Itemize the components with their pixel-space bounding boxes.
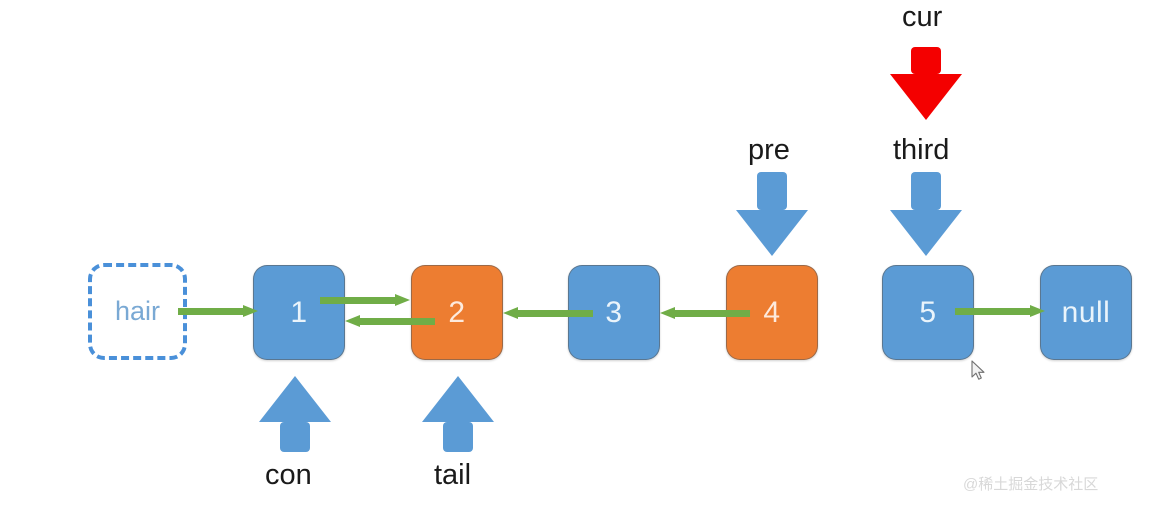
pointer-label-con: con <box>265 459 312 491</box>
arrow-stem <box>911 47 941 74</box>
node-label-1: 1 <box>290 295 308 329</box>
arrow-head-left-icon <box>503 307 518 319</box>
node-label-3: 3 <box>605 295 623 329</box>
pointer-label-third: third <box>893 134 950 166</box>
pointer-label-pre: pre <box>748 134 790 166</box>
watermark: @稀土掘金技术社区 <box>963 476 1099 493</box>
arrow-stem <box>443 422 473 452</box>
arrow-up-icon <box>259 376 331 422</box>
link-arrow-head-to-1 <box>178 305 258 317</box>
node-null: null <box>1040 265 1132 360</box>
pointer-label-cur: cur <box>902 1 943 33</box>
pointer-arrow-tail <box>422 376 494 452</box>
link-arrow-1-to-2 <box>320 294 410 306</box>
node-head-placeholder: hair <box>88 263 187 360</box>
arrow-shaft <box>320 297 398 304</box>
arrow-shaft <box>955 308 1033 315</box>
pointer-arrow-con <box>259 376 331 452</box>
arrow-head-left-icon <box>345 315 360 327</box>
pointer-label-tail: tail <box>434 459 472 491</box>
pointer-arrow-third <box>890 172 962 256</box>
arrow-shaft <box>515 310 593 317</box>
link-arrow-5-to-null <box>955 305 1045 317</box>
link-arrow-2-to-1 <box>345 315 435 327</box>
arrow-shaft <box>672 310 750 317</box>
arrow-up-icon <box>422 376 494 422</box>
arrow-down-icon <box>890 74 962 120</box>
pointer-arrow-cur <box>890 47 962 120</box>
pointer-arrow-pre <box>736 172 808 256</box>
arrow-head-right-icon <box>1030 305 1045 317</box>
node-label-head: hair <box>114 296 161 326</box>
mouse-cursor-icon <box>971 360 987 387</box>
arrow-head-left-icon <box>660 307 675 319</box>
node-label-2: 2 <box>448 295 466 329</box>
arrow-down-icon <box>890 210 962 256</box>
arrow-shaft <box>178 308 246 315</box>
link-arrow-3-to-2 <box>503 307 593 319</box>
node-label-5: 5 <box>919 295 937 329</box>
arrow-head-right-icon <box>395 294 410 306</box>
node-label-null: null <box>1061 295 1111 329</box>
arrow-down-icon <box>736 210 808 256</box>
arrow-stem <box>757 172 787 210</box>
link-arrow-4-to-3 <box>660 307 750 319</box>
arrow-shaft <box>357 318 435 325</box>
node-2: 2 <box>411 265 503 360</box>
arrow-head-right-icon <box>243 305 258 317</box>
arrow-stem <box>280 422 310 452</box>
arrow-stem <box>911 172 941 210</box>
node-label-4: 4 <box>763 295 781 329</box>
node-1: 1 <box>253 265 345 360</box>
